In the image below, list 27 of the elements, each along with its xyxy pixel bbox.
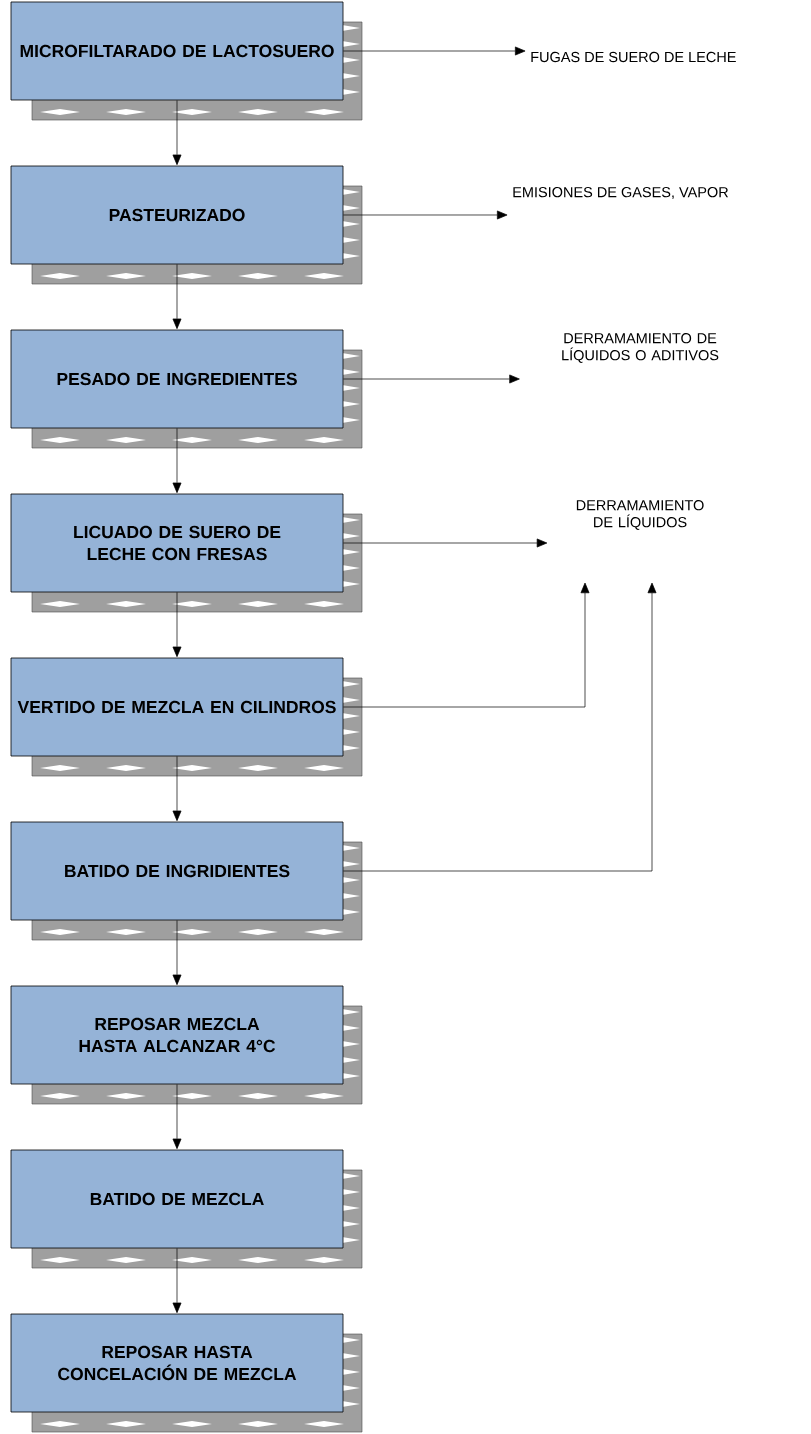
arrow (172, 264, 182, 330)
arrow (172, 756, 182, 822)
process-box: LICUADO DE SUERO DE LECHE CON FRESAS (10, 493, 363, 613)
arrow (172, 1248, 182, 1314)
process-box: PASTEURIZADO (10, 165, 363, 285)
process-box: REPOSAR MEZCLA HASTA ALCANZAR 4°C (10, 985, 363, 1105)
arrow (343, 582, 590, 708)
process-box: PESADO DE INGREDIENTES (10, 329, 363, 449)
process-box: REPOSAR HASTA CONCELACIÓN DE MEZCLA (10, 1313, 363, 1433)
arrow (172, 1084, 182, 1150)
output-label: DERRAMAMIENTO DE LÍQUIDOS (576, 500, 704, 530)
process-box: BATIDO DE MEZCLA (10, 1149, 363, 1269)
output-label: EMISIONES DE GASES, VAPOR (513, 187, 729, 199)
arrow (343, 374, 520, 384)
process-box: MICROFILTARADO DE LACTOSUERO (10, 1, 363, 121)
arrow (172, 592, 182, 658)
output-label: DERRAMAMIENTO DE LÍQUIDOS O ADITIVOS (562, 333, 719, 363)
arrow (343, 538, 548, 548)
arrow (343, 210, 508, 220)
process-box: BATIDO DE INGRIDIENTES (10, 821, 363, 941)
arrow (172, 100, 182, 166)
process-box: VERTIDO DE MEZCLA EN CILINDROS (10, 657, 363, 777)
arrow (343, 582, 657, 872)
arrow (172, 428, 182, 494)
arrow (343, 46, 526, 56)
arrow (172, 920, 182, 986)
output-label: FUGAS DE SUERO DE LECHE (531, 51, 736, 63)
